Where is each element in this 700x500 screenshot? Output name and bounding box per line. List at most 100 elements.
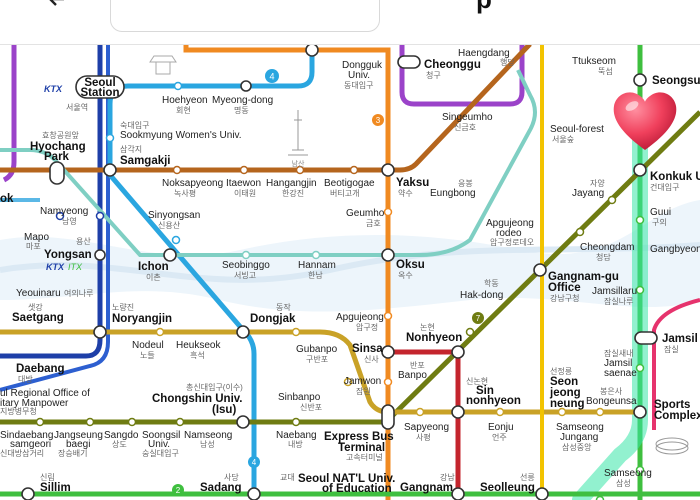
- svg-text:Seoul: Seoul: [84, 77, 115, 89]
- svg-text:신금호: 신금호: [454, 123, 476, 132]
- svg-text:7: 7: [476, 314, 481, 323]
- svg-text:이태원: 이태원: [234, 188, 256, 198]
- station-markers: [21, 43, 658, 500]
- station-yongsan-marker[interactable]: [94, 249, 106, 261]
- heart-icon[interactable]: [610, 88, 680, 154]
- station-noryangjin-marker[interactable]: [93, 325, 107, 339]
- station-seongsu-marker[interactable]: [633, 73, 647, 87]
- station-dongjak-marker[interactable]: [236, 325, 250, 339]
- svg-text:of Education: of Education: [322, 483, 392, 495]
- station-expressbus-marker[interactable]: [381, 404, 395, 430]
- svg-text:Sangdo: Sangdo: [104, 430, 139, 441]
- station-seoul-marker[interactable]: [75, 75, 125, 99]
- svg-text:4: 4: [252, 458, 257, 467]
- svg-text:Naebang: Naebang: [276, 430, 317, 441]
- station-nonhyeon7-marker[interactable]: [451, 345, 465, 359]
- svg-text:Jungang: Jungang: [560, 432, 598, 443]
- svg-text:Guui: Guui: [650, 207, 671, 218]
- svg-text:jeong: jeong: [549, 387, 581, 399]
- svg-text:약수: 약수: [398, 188, 413, 198]
- svg-text:Seoul NAT'L Univ.: Seoul NAT'L Univ.: [298, 473, 395, 485]
- svg-text:samgeori: samgeori: [10, 439, 51, 450]
- search-field[interactable]: [110, 0, 380, 32]
- svg-text:Sinyongsan: Sinyongsan: [148, 210, 200, 221]
- station-yaksu-marker[interactable]: [381, 163, 395, 177]
- svg-text:이촌: 이촌: [146, 272, 161, 282]
- minor-station-dots: [35, 81, 645, 500]
- svg-text:Hangangjin: Hangangjin: [266, 178, 317, 189]
- gyeongui-track: [0, 69, 537, 257]
- svg-text:Gangnam: Gangnam: [400, 482, 453, 494]
- station-seolleung-marker[interactable]: [535, 487, 549, 500]
- svg-text:내방: 내방: [288, 439, 303, 449]
- svg-text:Seoul-forest: Seoul-forest: [550, 124, 604, 135]
- svg-text:Cheonggu: Cheonggu: [424, 59, 481, 71]
- station-sinnonhyeon-marker[interactable]: [451, 405, 465, 419]
- station-sillim-marker[interactable]: [21, 487, 35, 500]
- svg-text:Univ.: Univ.: [348, 70, 370, 81]
- svg-text:baegi: baegi: [66, 439, 90, 450]
- svg-text:saenae: saenae: [604, 368, 637, 379]
- station-konkuk-marker[interactable]: [633, 163, 647, 177]
- line8-track: [652, 298, 700, 430]
- svg-text:서울숲: 서울숲: [552, 135, 574, 144]
- line-badges: 4 3 7 2 4: [172, 69, 484, 496]
- svg-text:Sports: Sports: [654, 399, 690, 411]
- svg-text:Seolleung: Seolleung: [480, 482, 535, 494]
- svg-text:Namseong: Namseong: [184, 430, 232, 441]
- station-dongguk-marker[interactable]: [305, 43, 319, 57]
- station-ichon-marker[interactable]: [163, 248, 177, 262]
- svg-text:Seon: Seon: [550, 376, 578, 388]
- station-sinsa-marker[interactable]: [381, 345, 395, 359]
- station-gangnam-marker[interactable]: [451, 487, 465, 500]
- svg-text:Apgujeong: Apgujeong: [336, 312, 384, 323]
- svg-text:녹사평: 녹사평: [174, 188, 196, 198]
- svg-text:구반포: 구반포: [306, 355, 328, 364]
- svg-text:숭실대입구: 숭실대입구: [142, 448, 179, 458]
- station-sportscomplex-marker[interactable]: [633, 405, 647, 419]
- back-arrow-icon[interactable]: [46, 0, 68, 10]
- svg-text:서빙고: 서빙고: [234, 271, 256, 280]
- station-cheonggu-marker[interactable]: [397, 55, 421, 69]
- svg-text:itary Manpower: itary Manpower: [0, 398, 69, 409]
- station-myeongdong-marker[interactable]: [240, 80, 252, 92]
- svg-text:Noksapyeong: Noksapyeong: [162, 178, 223, 189]
- svg-text:Soongsil: Soongsil: [142, 430, 180, 441]
- svg-text:회현: 회현: [176, 106, 191, 115]
- svg-text:뚝섬: 뚝섬: [598, 66, 613, 76]
- svg-text:4: 4: [269, 72, 274, 82]
- station-chongshin-marker[interactable]: [236, 415, 250, 429]
- station-nonhyeon-marker[interactable]: [634, 331, 658, 345]
- svg-text:사당: 사당: [224, 472, 239, 482]
- title-partial: p: [476, 0, 492, 15]
- svg-text:Sapyeong: Sapyeong: [404, 422, 449, 433]
- svg-text:학동: 학동: [484, 278, 499, 288]
- station-sadang-marker[interactable]: [247, 487, 261, 500]
- svg-text:삼각지: 삼각지: [120, 144, 142, 154]
- svg-text:숙대입구: 숙대입구: [120, 121, 149, 130]
- svg-text:2: 2: [176, 486, 181, 495]
- station-samgakji-marker[interactable]: [103, 163, 117, 177]
- svg-text:여의나루: 여의나루: [64, 288, 93, 298]
- svg-text:(Isu): (Isu): [212, 404, 236, 416]
- station-gangnamgu-marker[interactable]: [533, 263, 547, 277]
- svg-text:Itaewon: Itaewon: [226, 178, 261, 189]
- svg-text:사평: 사평: [416, 432, 431, 442]
- station-oksu-marker[interactable]: [381, 248, 395, 262]
- station-hyochang-marker[interactable]: [49, 161, 65, 185]
- ktx-mark-yongsan: KTX: [46, 262, 65, 272]
- svg-text:구의: 구의: [652, 217, 667, 227]
- svg-text:Chongshin Univ.: Chongshin Univ.: [152, 393, 243, 405]
- svg-text:동대입구: 동대입구: [344, 81, 373, 90]
- svg-text:Geumho: Geumho: [346, 208, 385, 219]
- svg-text:효창공원앞: 효창공원앞: [42, 130, 79, 140]
- svg-text:행당: 행당: [500, 57, 515, 67]
- svg-text:대방: 대방: [18, 374, 33, 384]
- svg-text:자양: 자양: [590, 179, 605, 188]
- svg-text:논현: 논현: [420, 323, 435, 332]
- svg-text:잠실나루: 잠실나루: [604, 296, 633, 306]
- svg-text:잠실새내: 잠실새내: [604, 348, 633, 358]
- line5-track: [2, 44, 17, 183]
- svg-text:교대: 교대: [280, 473, 295, 482]
